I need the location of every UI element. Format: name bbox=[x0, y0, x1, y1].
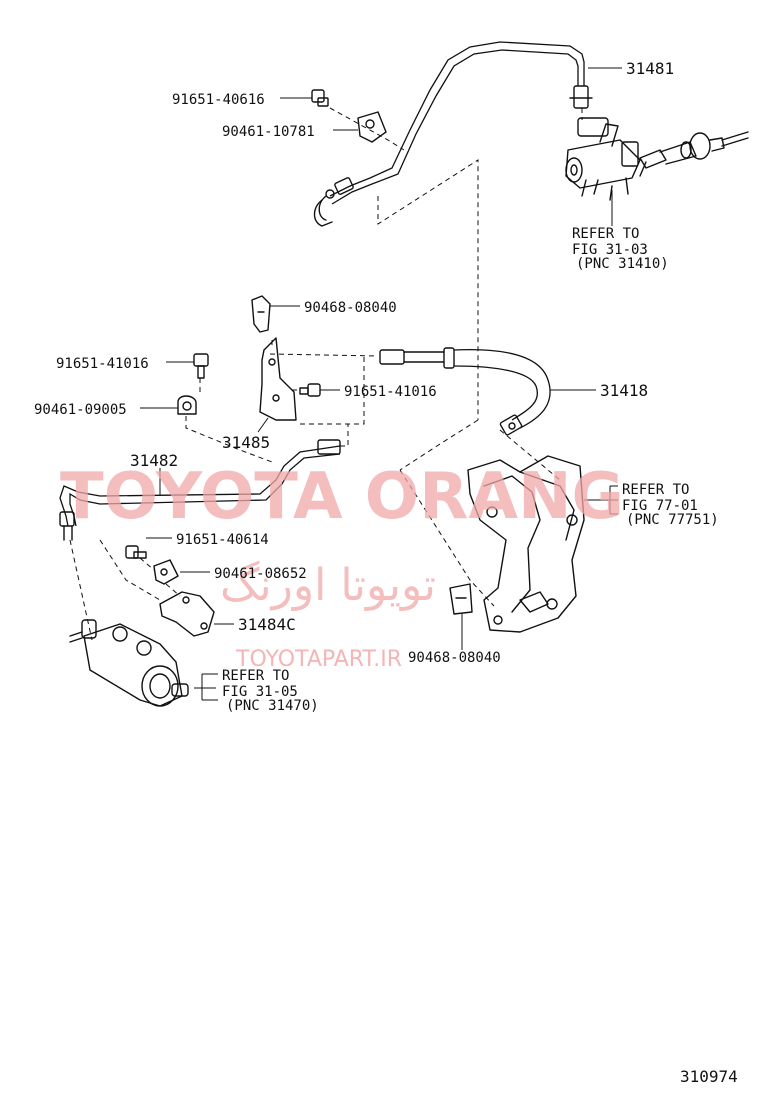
label-31485: 31485 bbox=[222, 433, 270, 452]
label-refer2-line1: REFER TO bbox=[622, 482, 689, 498]
connection-lines bbox=[69, 107, 583, 641]
label-91651-41016-mid: 91651-41016 bbox=[344, 384, 437, 400]
label-91651-40614: 91651-40614 bbox=[176, 532, 269, 548]
label-refer1-line2: FIG 31-03 bbox=[572, 242, 648, 258]
label-refer3-line1: REFER TO bbox=[222, 668, 289, 684]
bolt-91651-41016-mid bbox=[299, 383, 340, 397]
label-refer1-line3: (PNC 31410) bbox=[576, 256, 669, 272]
label-90468-08040-bottom: 90468-08040 bbox=[408, 650, 501, 666]
label-91651-40616: 91651-40616 bbox=[172, 92, 265, 108]
bolt-91651-40616 bbox=[280, 89, 329, 107]
pedal-bracket bbox=[467, 455, 618, 633]
label-31418: 31418 bbox=[600, 381, 648, 400]
part-labels: 31481 91651-40616 90461-10781 REFER TO F… bbox=[34, 59, 738, 1086]
clamp-90461-09005 bbox=[140, 395, 197, 415]
clutch-tube-31482 bbox=[59, 439, 341, 541]
label-90461-09005: 90461-09005 bbox=[34, 402, 127, 418]
label-refer3-line3: (PNC 31470) bbox=[226, 698, 319, 714]
bracket-31485 bbox=[257, 337, 297, 433]
label-31482: 31482 bbox=[130, 451, 178, 470]
watermark-latin: TOYOTA ORANG bbox=[60, 460, 624, 534]
label-refer2-line2: FIG 77-01 bbox=[622, 498, 698, 514]
clutch-tube-31481 bbox=[313, 41, 593, 227]
label-refer3-line2: FIG 31-05 bbox=[222, 684, 298, 700]
bracket-31484c bbox=[159, 591, 234, 637]
watermark-site: TOYOTAPART.IR bbox=[235, 647, 402, 672]
bolt-91651-40614 bbox=[125, 537, 172, 559]
watermark-arabic: تویوتا اورنگ bbox=[220, 560, 436, 611]
label-31481: 31481 bbox=[626, 59, 674, 78]
watermark: TOYOTA ORANG تویوتا اورنگ TOYOTAPART.IR bbox=[60, 460, 624, 672]
label-31484c: 31484C bbox=[238, 615, 296, 634]
label-refer2-line3: (PNC 77751) bbox=[626, 512, 719, 528]
clutch-release-cylinder bbox=[69, 619, 216, 707]
clamp-90461-08652 bbox=[153, 559, 210, 585]
label-91651-41016-left: 91651-41016 bbox=[56, 356, 149, 372]
label-90461-10781: 90461-10781 bbox=[222, 124, 315, 140]
bolt-91651-41016-left bbox=[166, 353, 209, 379]
flexible-hose-31418 bbox=[379, 347, 596, 436]
clip-90468-08040-top bbox=[251, 295, 300, 333]
label-refer1-line1: REFER TO bbox=[572, 226, 639, 242]
clip-90468-08040-bottom bbox=[449, 583, 473, 650]
figure-number: 310974 bbox=[680, 1067, 738, 1086]
label-90461-08652: 90461-08652 bbox=[214, 566, 307, 582]
clamp-90461-10781 bbox=[333, 111, 387, 143]
label-90468-08040-top: 90468-08040 bbox=[304, 300, 397, 316]
clutch-master-cylinder bbox=[565, 117, 749, 201]
